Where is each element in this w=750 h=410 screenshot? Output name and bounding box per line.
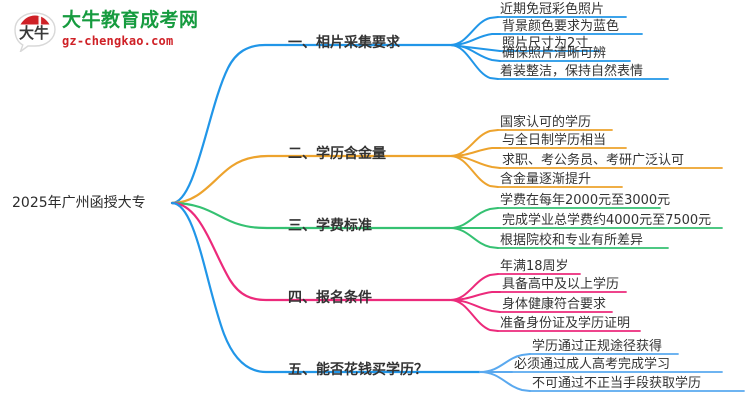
logo-title: 大牛教育成考网	[62, 9, 199, 31]
trunk-branch-3	[170, 201, 288, 230]
logo-mark-icon: 大牛	[14, 12, 56, 52]
site-logo: 大牛 大牛教育成考网 gz-chengkao.com	[12, 8, 212, 56]
leaf-node-3-3[interactable]: 根据院校和专业有所差异	[500, 233, 644, 248]
root-node[interactable]: 2025年广州函授大专	[12, 195, 146, 211]
fan-2-4	[449, 155, 499, 188]
leaf-node-1-5[interactable]: 着装整洁，保持自然表情	[500, 64, 644, 79]
leaf-node-5-2[interactable]: 必须通过成人高考完成学习	[514, 357, 671, 372]
fan-1-5	[449, 44, 499, 80]
leaf-node-2-4[interactable]: 含金量逐渐提升	[500, 172, 592, 187]
fan-3-3	[449, 227, 499, 249]
trunk-branch-2	[170, 154, 288, 205]
leaf-node-4-2[interactable]: 具备高中及以上学历	[502, 277, 620, 292]
leaf-node-5-3[interactable]: 不可通过不正当手段获取学历	[532, 376, 702, 391]
branch-node-4[interactable]: 四、报名条件	[288, 290, 372, 306]
leaf-node-3-1[interactable]: 学费在每年2000元至3000元	[500, 193, 671, 208]
trunk-branch-4	[170, 201, 288, 302]
leaf-node-4-4[interactable]: 准备身份证及学历证明	[500, 316, 631, 331]
leaf-node-1-3[interactable]: 照片尺寸为2寸	[502, 36, 589, 51]
leaf-node-1-4[interactable]: 确保照片清晰可辨	[502, 46, 607, 61]
leaf-node-2-3[interactable]: 求职、考公务员、考研广泛认可	[502, 153, 685, 168]
leaf-node-2-2[interactable]: 与全日制学历相当	[502, 133, 607, 148]
leaf-node-2-1[interactable]: 国家认可的学历	[500, 115, 592, 130]
leaf-node-5-1[interactable]: 学历通过正规途径获得	[532, 339, 663, 354]
logo-text-block: 大牛教育成考网 gz-chengkao.com	[62, 9, 212, 49]
fan-4-2	[449, 291, 501, 301]
fan-2-2	[449, 147, 501, 157]
leaf-node-3-2[interactable]: 完成学业总学费约4000元至7500元	[502, 213, 712, 228]
fan-3-1	[449, 207, 499, 229]
fan-1-1	[449, 16, 499, 46]
leaf-node-4-3[interactable]: 身体健康符合要求	[502, 297, 607, 312]
branch-node-5[interactable]: 五、能否花钱买学历？	[288, 362, 428, 378]
logo-mark-text: 大牛	[19, 24, 49, 42]
logo-subtitle: gz-chengkao.com	[62, 34, 174, 48]
branch-node-2[interactable]: 二、学历含金量	[288, 146, 386, 162]
fan-5-3	[479, 371, 531, 392]
fan-4-4	[449, 299, 499, 332]
branch-node-3[interactable]: 三、学费标准	[288, 218, 372, 234]
trunk-branch-5	[170, 201, 288, 374]
leaf-node-1-1[interactable]: 近期免冠彩色照片	[500, 2, 605, 17]
branch-node-1[interactable]: 一、相片采集要求	[288, 35, 400, 51]
leaf-node-4-1[interactable]: 年满18周岁	[500, 259, 569, 274]
trunk-branch-1	[170, 43, 288, 205]
leaf-node-1-2[interactable]: 背景颜色要求为蓝色	[502, 19, 620, 34]
